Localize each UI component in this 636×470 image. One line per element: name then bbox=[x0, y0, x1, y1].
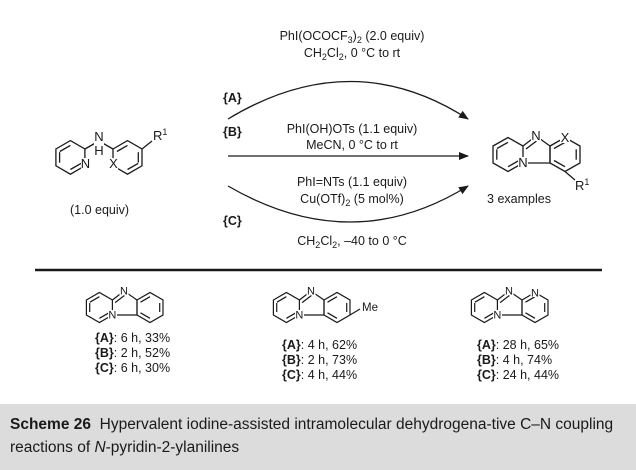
result-line: {C}: 6 h, 30% bbox=[95, 361, 170, 375]
reactant-atom-h: H bbox=[94, 143, 103, 158]
result-line: {B}: 2 h, 52% bbox=[95, 346, 170, 360]
example-1-atom-n-bridge: N bbox=[108, 310, 116, 322]
result-line: {C}: 4 h, 44% bbox=[282, 368, 357, 382]
result-line: {B}: 4 h, 74% bbox=[477, 353, 552, 367]
arrow-c bbox=[227, 185, 469, 223]
product-label: 3 examples bbox=[487, 192, 551, 206]
result-line: {A}: 4 h, 62% bbox=[282, 338, 357, 352]
reactant-atom-n: N bbox=[81, 156, 90, 171]
reaction-scheme: N N H X R1 (1.0 equiv) PhI(OCOCF3)2 (2.0… bbox=[35, 29, 602, 382]
result-line: {C}: 24 h, 44% bbox=[477, 368, 559, 382]
condition-c-reagent: PhI=NTs (1.1 equiv) bbox=[297, 175, 407, 189]
reactant-atom-n-linker: N bbox=[94, 129, 103, 144]
caption-text: Hypervalent iodine-assisted intramolecul… bbox=[10, 416, 614, 456]
condition-c-solvent: CH2Cl2, –40 to 0 °C bbox=[297, 234, 407, 250]
product-atom-n: N bbox=[531, 128, 540, 143]
tag-b: {B} bbox=[223, 125, 242, 139]
reactant-equiv: (1.0 equiv) bbox=[70, 203, 129, 217]
example-1-results: {A}: 6 h, 33% {B}: 2 h, 52% {C}: 6 h, 30… bbox=[95, 331, 170, 375]
result-line: {B}: 2 h, 73% bbox=[282, 353, 357, 367]
result-line: {A}: 6 h, 33% bbox=[95, 331, 170, 345]
caption-label: Scheme 26 bbox=[10, 416, 91, 433]
example-3-atom-n-ring: N bbox=[531, 288, 539, 300]
scheme-caption: Scheme 26 Hypervalent iodine-assisted in… bbox=[0, 404, 636, 470]
reactant-structure bbox=[55, 139, 153, 175]
example-2-atom-n: N bbox=[307, 286, 315, 298]
example-2-atom-n-bridge: N bbox=[295, 310, 303, 322]
example-2-results: {A}: 4 h, 62% {B}: 2 h, 73% {C}: 4 h, 44… bbox=[282, 338, 357, 382]
tag-c: {C} bbox=[223, 214, 242, 228]
result-line: {A}: 28 h, 65% bbox=[477, 338, 559, 352]
caption-italic: N bbox=[94, 439, 106, 456]
condition-b-solvent: MeCN, 0 °C to rt bbox=[306, 138, 398, 152]
tag-a: {A} bbox=[223, 91, 242, 105]
product-atom-x: X bbox=[561, 130, 570, 145]
caption-text-end: -pyridin-2-ylanilines bbox=[105, 439, 240, 456]
example-2-methyl: Me bbox=[362, 302, 378, 314]
condition-b-reagent: PhI(OH)OTs (1.1 equiv) bbox=[287, 122, 418, 136]
arrow-a bbox=[227, 80, 469, 120]
condition-c-catalyst: Cu(OTf)2 (5 mol%) bbox=[300, 192, 404, 208]
example-3-atom-n-bridge: N bbox=[493, 310, 501, 322]
product-r-label: R1 bbox=[575, 177, 589, 193]
condition-a-solvent: CH2Cl2, 0 °C to rt bbox=[304, 46, 401, 62]
product-atom-n-bridge: N bbox=[518, 155, 527, 170]
reactant-r-label: R1 bbox=[153, 127, 167, 143]
condition-a-reagent: PhI(OCOCF3)2 (2.0 equiv) bbox=[280, 29, 425, 45]
example-3-results: {A}: 28 h, 65% {B}: 4 h, 74% {C}: 24 h, … bbox=[477, 338, 559, 382]
reactant-atom-x: X bbox=[109, 156, 118, 171]
example-3-atom-n: N bbox=[505, 286, 513, 298]
example-structure-2 bbox=[272, 290, 361, 324]
example-1-atom-n: N bbox=[120, 286, 128, 298]
